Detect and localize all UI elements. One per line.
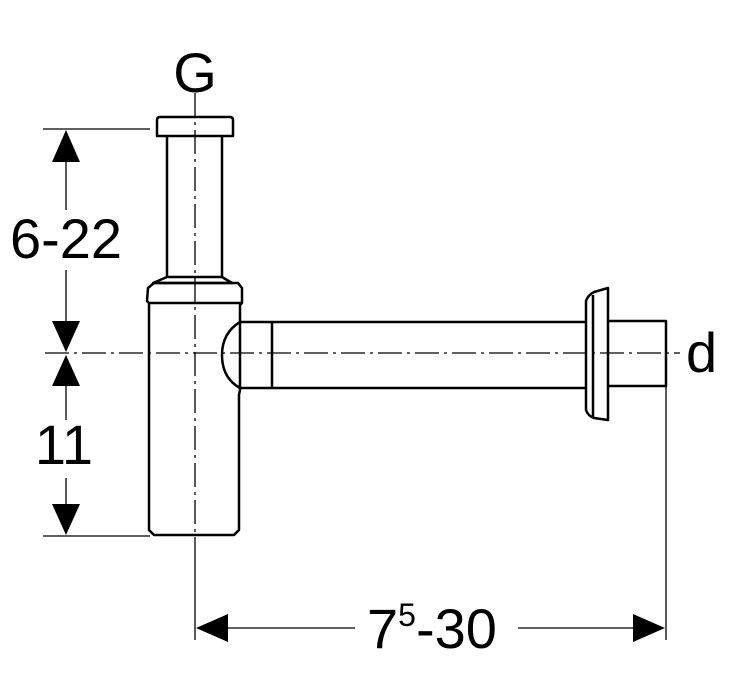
label-connection-top: G bbox=[173, 41, 217, 104]
extension-lines bbox=[43, 128, 667, 640]
siphon-body bbox=[145, 115, 668, 537]
top-collar bbox=[155, 115, 235, 138]
label-length-main: 7 bbox=[367, 597, 398, 660]
label-length-sup: 5 bbox=[398, 597, 416, 633]
arrow-left bbox=[196, 614, 228, 642]
vertical-tube bbox=[165, 136, 224, 277]
vertical-arrowheads bbox=[52, 130, 80, 535]
label-height-fixed: 11 bbox=[35, 413, 93, 476]
label-height-adjust: 6-22 bbox=[10, 207, 122, 270]
wall-rosette bbox=[584, 286, 610, 422]
arrow-up-mid bbox=[52, 355, 80, 386]
arrow-down-bottom bbox=[52, 504, 80, 535]
center-lines bbox=[45, 93, 680, 540]
arrow-down-mid bbox=[52, 321, 80, 352]
horizontal-dimension bbox=[196, 614, 665, 642]
outlet-elbow bbox=[220, 320, 241, 390]
outlet-pipe bbox=[240, 320, 585, 390]
arrow-right bbox=[633, 614, 665, 642]
label-connection-side: d bbox=[686, 321, 717, 384]
label-length-rest: -30 bbox=[416, 597, 497, 660]
label-length: 75-30 bbox=[367, 597, 497, 660]
arrow-up-top bbox=[52, 130, 80, 162]
bottle-body bbox=[145, 281, 244, 537]
